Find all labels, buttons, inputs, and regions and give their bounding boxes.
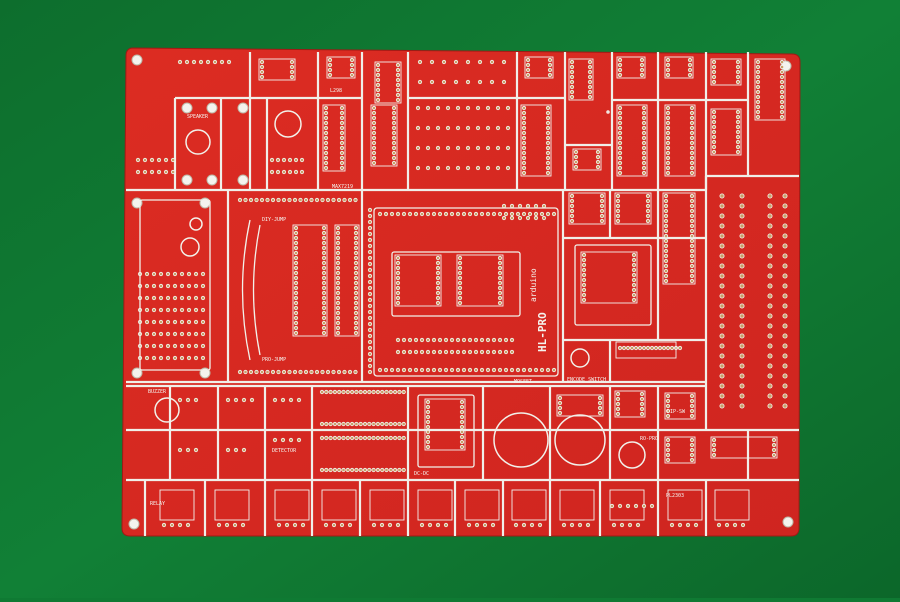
- speaker-circle: [185, 129, 211, 155]
- encode-switch-label: ENCODE SWITCH: [567, 377, 606, 383]
- mounting-hole-tl: [131, 54, 143, 66]
- l298-label: L298: [330, 88, 342, 94]
- panel-division-lines: [126, 52, 799, 536]
- diy-jump-label: DIY-JUMP: [262, 217, 286, 223]
- dip-sw-label: DIP-SW: [667, 409, 686, 415]
- relay-label: RELAY: [150, 501, 165, 507]
- round-footprints: [154, 110, 646, 469]
- dc-dc-label: DC-DC: [414, 471, 429, 477]
- pro-jump-label: PRO-JUMP: [262, 357, 286, 363]
- component-footprints: [135, 56, 788, 528]
- hl-pro-label: HL-PRO: [536, 312, 549, 352]
- max7219-label: MAX7219: [332, 184, 353, 190]
- detector-label: DETECTOR: [272, 448, 297, 454]
- mounting-holes: [128, 54, 794, 530]
- buzzer-label: BUZZER: [148, 389, 167, 395]
- arduino-label: arduino: [529, 268, 538, 302]
- pl2303-label: PL2303: [666, 493, 684, 499]
- mosfet-label: MOSFET: [514, 379, 532, 385]
- mounting-hole-br: [782, 516, 794, 528]
- speaker-label: SPEAKER: [187, 114, 209, 120]
- center-module: [139, 199, 652, 468]
- mounting-hole-bl: [128, 518, 140, 530]
- rotary-label: RO-PRO: [640, 436, 658, 442]
